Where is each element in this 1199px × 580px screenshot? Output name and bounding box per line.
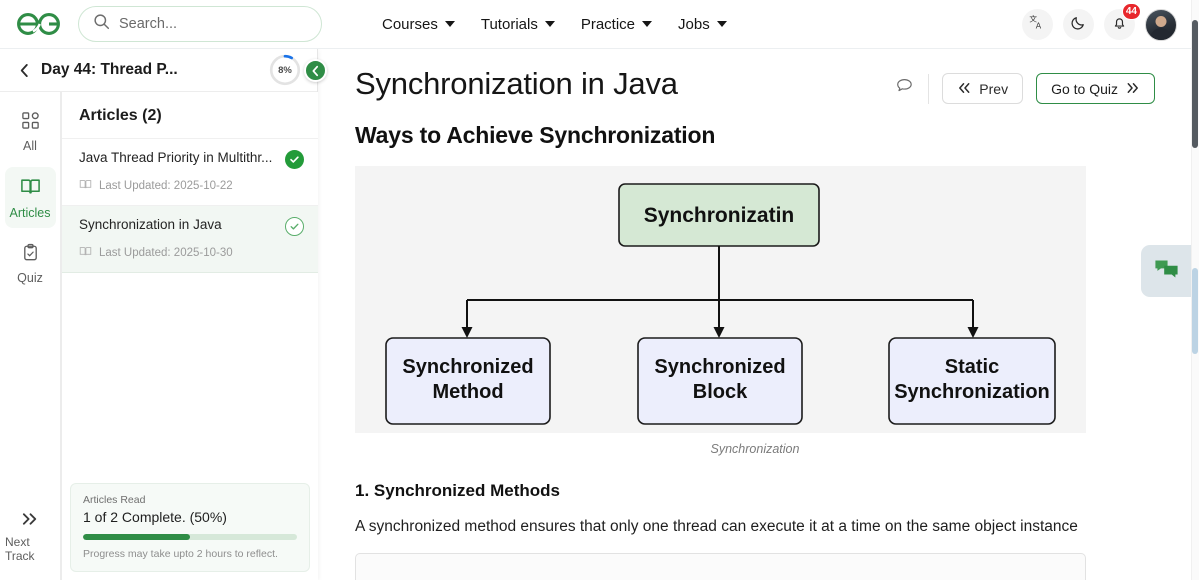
left-rail: All Articles Quiz Next Track: [0, 92, 61, 580]
search-input[interactable]: [119, 16, 299, 32]
progress-card-summary: 1 of 2 Complete. (50%): [83, 509, 227, 525]
grid-icon: [21, 111, 40, 133]
svg-text:Block: Block: [693, 381, 748, 403]
list-item[interactable]: Java Thread Priority in Multithr... Last…: [62, 138, 318, 205]
progress-ring-label: 8%: [278, 64, 292, 76]
svg-text:Synchronization: Synchronization: [894, 381, 1050, 403]
book-open-icon: [79, 245, 92, 261]
nav-label-tutorials: Tutorials: [480, 15, 538, 33]
rail-item-all[interactable]: All: [5, 102, 56, 161]
article-title: Synchronization in Java: [79, 217, 222, 232]
search-box[interactable]: [78, 6, 322, 42]
book-icon: [20, 176, 41, 200]
page-scrollbar[interactable]: [1191, 0, 1199, 580]
rail-item-articles[interactable]: Articles: [4, 167, 56, 228]
progress-card-note: Progress may take upto 2 hours to reflec…: [83, 548, 278, 560]
progress-card: Articles Read 1 of 2 Complete. (50%) Pro…: [70, 483, 310, 572]
chevron-down-icon: [716, 21, 727, 27]
svg-text:文: 文: [1029, 14, 1037, 24]
translate-icon: 文 A: [1029, 13, 1046, 36]
subsection-heading: 1. Synchronized Methods: [355, 481, 560, 500]
document-actions: Prev Go to Quiz: [895, 61, 1155, 104]
gfg-logo[interactable]: [12, 7, 68, 41]
course-panel: Day 44: Thread P... 8% Articles (2) Java…: [0, 49, 327, 580]
document-header: Synchronization in Java Prev: [355, 61, 1155, 104]
divider: [928, 73, 930, 104]
search-icon: [93, 13, 110, 35]
rail-label-all: All: [23, 139, 37, 153]
scrollbar-thumb-secondary[interactable]: [1192, 268, 1198, 354]
double-chevron-right-icon: [1125, 81, 1140, 97]
svg-text:Synchronized: Synchronized: [654, 356, 785, 378]
next-track-button[interactable]: Next Track: [5, 504, 56, 570]
double-chevron-right-icon: [21, 511, 40, 530]
top-header: Courses Tutorials Practice Jobs 文 A: [0, 0, 1191, 49]
header-actions: 文 A 44: [1022, 0, 1177, 49]
check-filled-icon: [285, 150, 304, 169]
article-meta-text: Last Updated: 2025-10-22: [99, 180, 233, 192]
panel-title: Day 44: Thread P...: [41, 61, 178, 78]
svg-text:Static: Static: [945, 356, 999, 378]
go-to-quiz-button[interactable]: Go to Quiz: [1036, 73, 1155, 104]
main-nav: Courses Tutorials Practice Jobs: [382, 16, 727, 33]
scrollbar-thumb[interactable]: [1192, 20, 1198, 148]
chat-bubbles-icon: [1153, 257, 1180, 286]
double-chevron-left-icon: [957, 81, 972, 97]
nav-item-tutorials[interactable]: Tutorials: [481, 16, 555, 33]
clipboard-icon: [21, 243, 40, 265]
article-title: Java Thread Priority in Multithr...: [79, 150, 273, 165]
progress-card-label: Articles Read: [83, 494, 146, 506]
nav-item-practice[interactable]: Practice: [580, 15, 653, 33]
section-heading: Ways to Achieve Synchronization: [355, 122, 716, 148]
svg-text:Synchronized: Synchronized: [402, 356, 533, 378]
notification-badge: 44: [1121, 3, 1141, 20]
panel-collapse-button[interactable]: [304, 59, 327, 82]
course-progress-ring: 8%: [269, 54, 301, 86]
rail-label-quiz: Quiz: [17, 271, 43, 285]
next-track-label: Next Track: [5, 535, 35, 563]
translate-button[interactable]: 文 A: [1022, 9, 1053, 40]
chat-widget-button[interactable]: [1141, 245, 1191, 297]
prev-button-label: Prev: [979, 80, 1009, 97]
svg-text:A: A: [1036, 21, 1042, 30]
nav-label-courses: Courses: [382, 15, 438, 33]
article-meta-text: Last Updated: 2025-10-30: [99, 247, 233, 259]
avatar[interactable]: [1145, 8, 1177, 41]
chevron-down-icon: [444, 21, 455, 27]
prev-button[interactable]: Prev: [942, 73, 1024, 104]
check-outline-icon: [285, 217, 304, 236]
go-to-quiz-label: Go to Quiz: [1051, 80, 1118, 97]
svg-text:Synchronizatin: Synchronizatin: [644, 204, 795, 227]
nav-item-courses[interactable]: Courses: [382, 16, 455, 33]
nav-label-jobs: Jobs: [678, 15, 710, 33]
panel-header: Day 44: Thread P... 8%: [0, 49, 327, 92]
rail-item-quiz[interactable]: Quiz: [5, 234, 56, 293]
nav-item-jobs[interactable]: Jobs: [678, 16, 727, 33]
notifications-button[interactable]: 44: [1104, 3, 1141, 40]
book-open-icon: [79, 178, 92, 194]
moon-icon: [1070, 14, 1087, 36]
list-item[interactable]: Synchronization in Java Last Updated: 20…: [62, 205, 318, 273]
body-paragraph: A synchronized method ensures that only …: [355, 518, 1078, 535]
articles-heading: Articles (2): [79, 107, 162, 124]
rail-label-articles: Articles: [9, 206, 51, 220]
synchronization-diagram: Synchronizatin Synchronized Method: [355, 166, 1086, 433]
chevron-down-icon: [642, 21, 653, 27]
nav-label-practice: Practice: [580, 15, 636, 33]
page-title: Synchronization in Java: [355, 66, 678, 101]
comment-icon[interactable]: [895, 76, 915, 101]
code-block: [355, 553, 1086, 580]
article-list-container: Articles (2) Java Thread Priority in Mul…: [61, 92, 318, 580]
chevron-down-icon: [544, 21, 555, 27]
figure: Synchronizatin Synchronized Method: [355, 166, 1155, 456]
figure-caption: Synchronization: [710, 442, 800, 456]
svg-text:Method: Method: [432, 381, 503, 403]
theme-toggle-button[interactable]: [1063, 9, 1094, 40]
bell-icon: [1111, 14, 1128, 36]
main-content: Synchronization in Java Prev: [318, 49, 1191, 580]
progress-bar-fill: [83, 534, 190, 540]
progress-bar: [83, 534, 297, 540]
panel-back-button[interactable]: [18, 63, 31, 78]
